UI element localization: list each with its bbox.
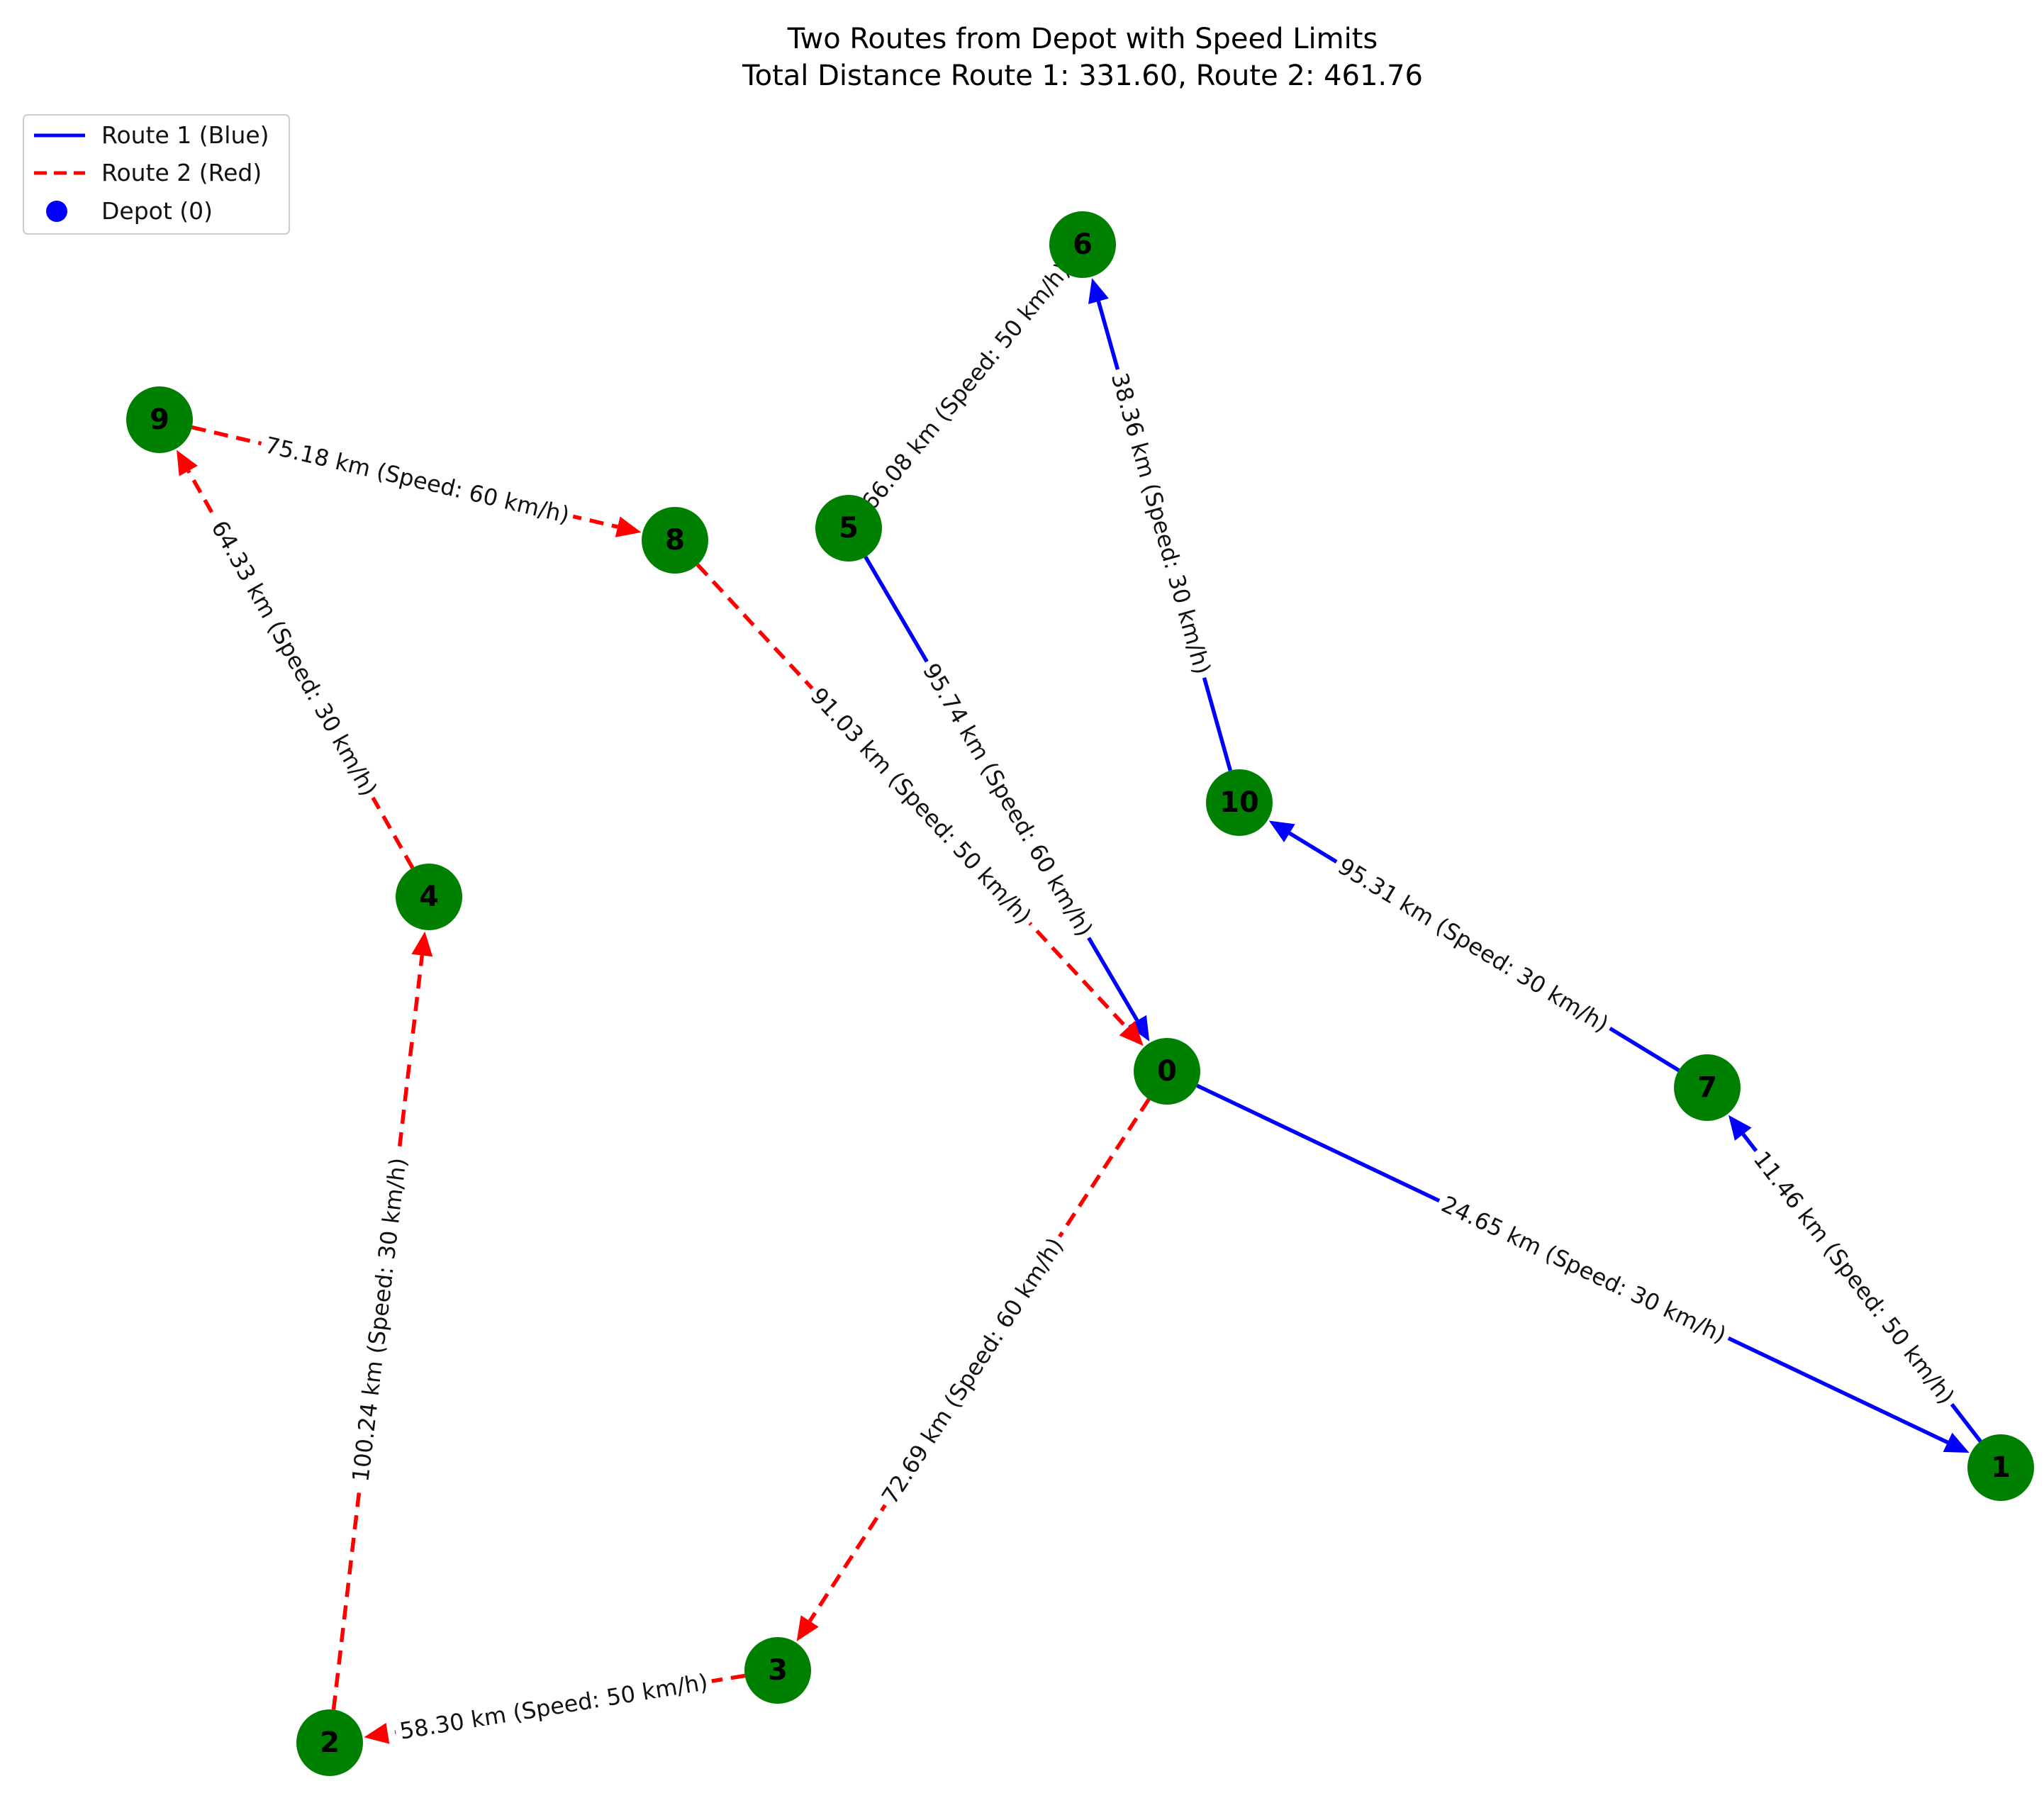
edge-label-background — [1102, 365, 1219, 682]
node-label: 5 — [839, 512, 859, 545]
chart-title-line1: Two Routes from Depot with Speed Limits — [787, 23, 1378, 55]
node-circle — [1206, 769, 1273, 836]
edge-label-background — [1743, 1141, 1965, 1414]
edge-label-background — [1432, 1186, 1736, 1353]
legend-frame — [23, 114, 290, 235]
edge-arrowhead — [1119, 1020, 1144, 1046]
node-label: 1 — [1991, 1451, 2011, 1484]
edge-arrowhead — [1268, 820, 1295, 842]
node-circle — [815, 495, 882, 562]
legend: Route 1 (Blue) Route 2 (Red) Depot (0) — [23, 114, 290, 235]
node-9: 9 — [126, 386, 193, 453]
chart-title-line2: Total Distance Route 1: 331.60, Route 2:… — [742, 60, 1423, 92]
edge-line — [696, 563, 1129, 1029]
edge-arrowhead — [364, 1723, 390, 1744]
node-7: 7 — [1674, 1054, 1741, 1121]
node-label: 6 — [1073, 228, 1093, 261]
node-label: 2 — [320, 1726, 340, 1759]
legend-depot-dot — [46, 201, 67, 222]
node-circle — [642, 507, 708, 574]
legend-depot-label: Depot (0) — [101, 197, 213, 225]
node-4: 4 — [396, 864, 462, 930]
edge-label-background — [872, 1228, 1073, 1514]
node-10: 10 — [1206, 769, 1273, 836]
edge-label-background — [344, 1151, 415, 1488]
node-label: 9 — [150, 403, 169, 436]
legend-route2-label: Route 2 (Red) — [101, 159, 262, 186]
node-circle — [296, 1709, 363, 1776]
node-circle — [744, 1637, 811, 1704]
node-label: 7 — [1697, 1071, 1717, 1104]
node-1: 1 — [1967, 1434, 2034, 1501]
edge-label-background — [201, 511, 387, 805]
edge-arrowhead — [615, 516, 642, 537]
node-2: 2 — [296, 1709, 363, 1776]
node-circle — [1049, 211, 1116, 278]
edge-arrowhead — [1943, 1432, 1970, 1453]
node-0: 0 — [1134, 1038, 1200, 1105]
edge-label-background — [851, 252, 1080, 520]
edge-label-background — [1328, 848, 1619, 1042]
node-label: 4 — [419, 881, 439, 913]
node-3: 3 — [744, 1637, 811, 1704]
edge-label-background — [800, 677, 1041, 934]
edge-label-background — [393, 1665, 715, 1748]
node-5: 5 — [815, 495, 882, 562]
node-8: 8 — [642, 507, 708, 574]
nodes-layer: 0 1 2 3 4 5 6 7 8 9 10 — [126, 211, 2034, 1776]
node-label: 0 — [1157, 1055, 1177, 1088]
edge-arrowhead — [796, 1615, 819, 1641]
node-circle — [1134, 1038, 1200, 1105]
node-circle — [396, 864, 462, 930]
edge-arrowhead — [1088, 278, 1109, 304]
node-6: 6 — [1049, 211, 1116, 278]
node-label: 10 — [1219, 786, 1259, 819]
edge-line — [331, 955, 425, 1710]
node-circle — [126, 386, 193, 453]
node-circle — [1967, 1434, 2034, 1501]
edge-label-background — [257, 428, 577, 532]
edge-line — [808, 1098, 1151, 1622]
node-label: 8 — [665, 524, 685, 557]
node-circle — [1674, 1054, 1741, 1121]
edge-arrowhead — [1128, 1015, 1150, 1042]
edge-label-background — [913, 654, 1102, 946]
legend-route1-label: Route 1 (Blue) — [101, 121, 269, 149]
edge-arrowhead — [177, 450, 198, 476]
node-label: 3 — [768, 1654, 788, 1687]
edge-arrowhead — [411, 931, 433, 957]
edge-arrowhead — [1729, 1115, 1752, 1141]
